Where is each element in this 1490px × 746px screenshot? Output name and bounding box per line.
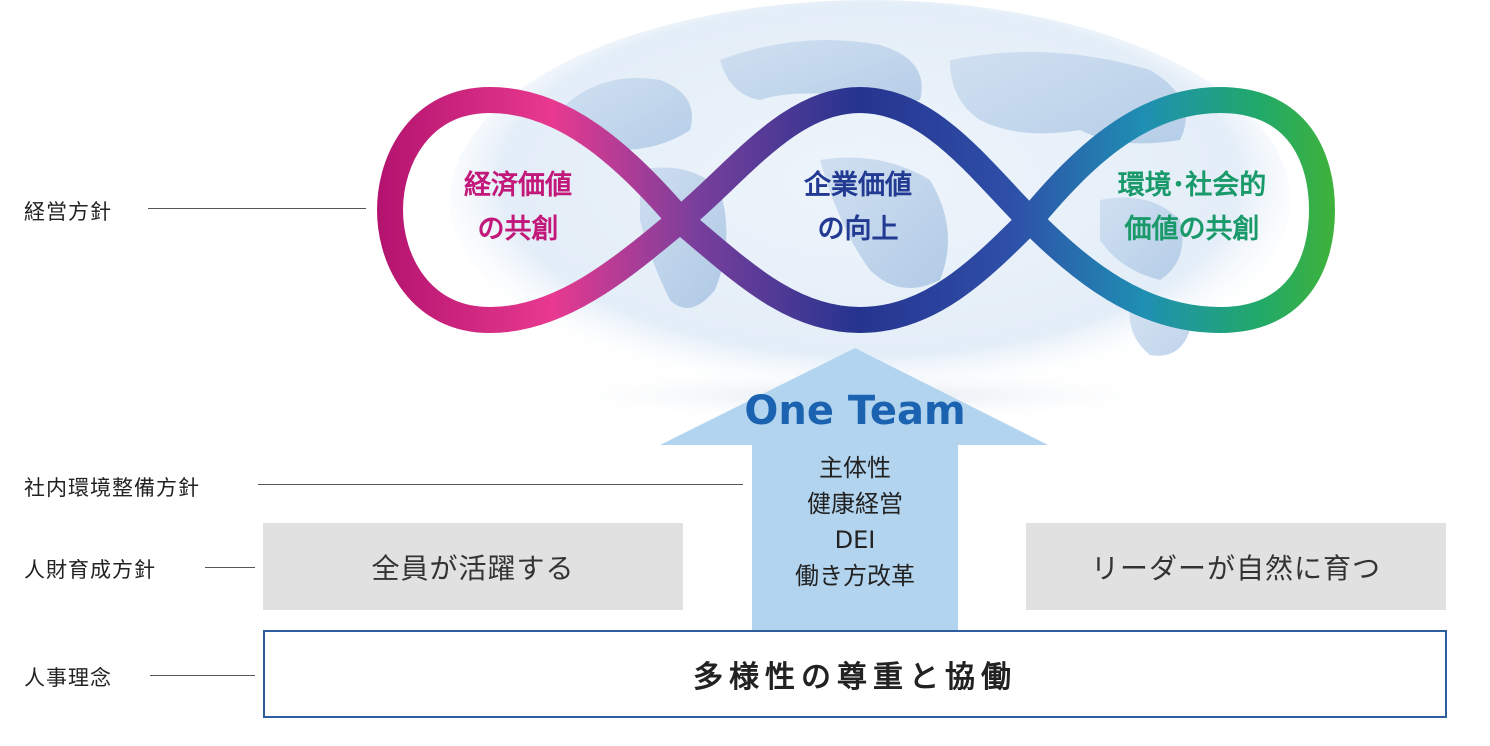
loop-center-line1: 企業価値	[804, 170, 912, 201]
leader-line-hr	[150, 675, 255, 676]
loop-path	[377, 87, 1335, 333]
arrow-item: 主体性	[819, 454, 891, 482]
loop-left-line2: の共創	[477, 214, 559, 245]
arrow-item: DEI	[834, 526, 876, 554]
leader-line-environment	[258, 484, 743, 485]
leader-line-development	[205, 567, 255, 568]
arrow-title: One Team	[744, 388, 966, 434]
loop-right-text: 環境･社会的 価値の共創	[1092, 164, 1292, 252]
loop-left-text: 経済価値 の共創	[418, 164, 618, 252]
loop-right-line1: 環境･社会的	[1117, 170, 1267, 201]
label-hr-philosophy: 人事理念	[24, 666, 112, 690]
arrow-item-list: 主体性 健康経営 DEI 働き方改革	[755, 450, 955, 594]
loop-center-line2: の向上	[817, 214, 899, 245]
loop-center-text: 企業価値 の向上	[758, 164, 958, 252]
box-all-active: 全員が活躍する	[263, 523, 683, 610]
box-diversity-collaboration: 多様性の尊重と協働	[263, 630, 1447, 718]
box-leaders-grow: リーダーが自然に育つ	[1026, 523, 1446, 610]
label-environment-policy: 社内環境整備方針	[24, 476, 200, 500]
loop-left-line1: 経済価値	[464, 170, 572, 201]
label-development-policy: 人財育成方針	[24, 558, 156, 582]
arrow-item: 働き方改革	[795, 562, 915, 590]
arrow-item: 健康経営	[807, 490, 903, 518]
loop-right-line2: 価値の共創	[1124, 214, 1260, 245]
leader-line-management	[148, 208, 366, 209]
label-management-policy: 経営方針	[24, 200, 112, 224]
